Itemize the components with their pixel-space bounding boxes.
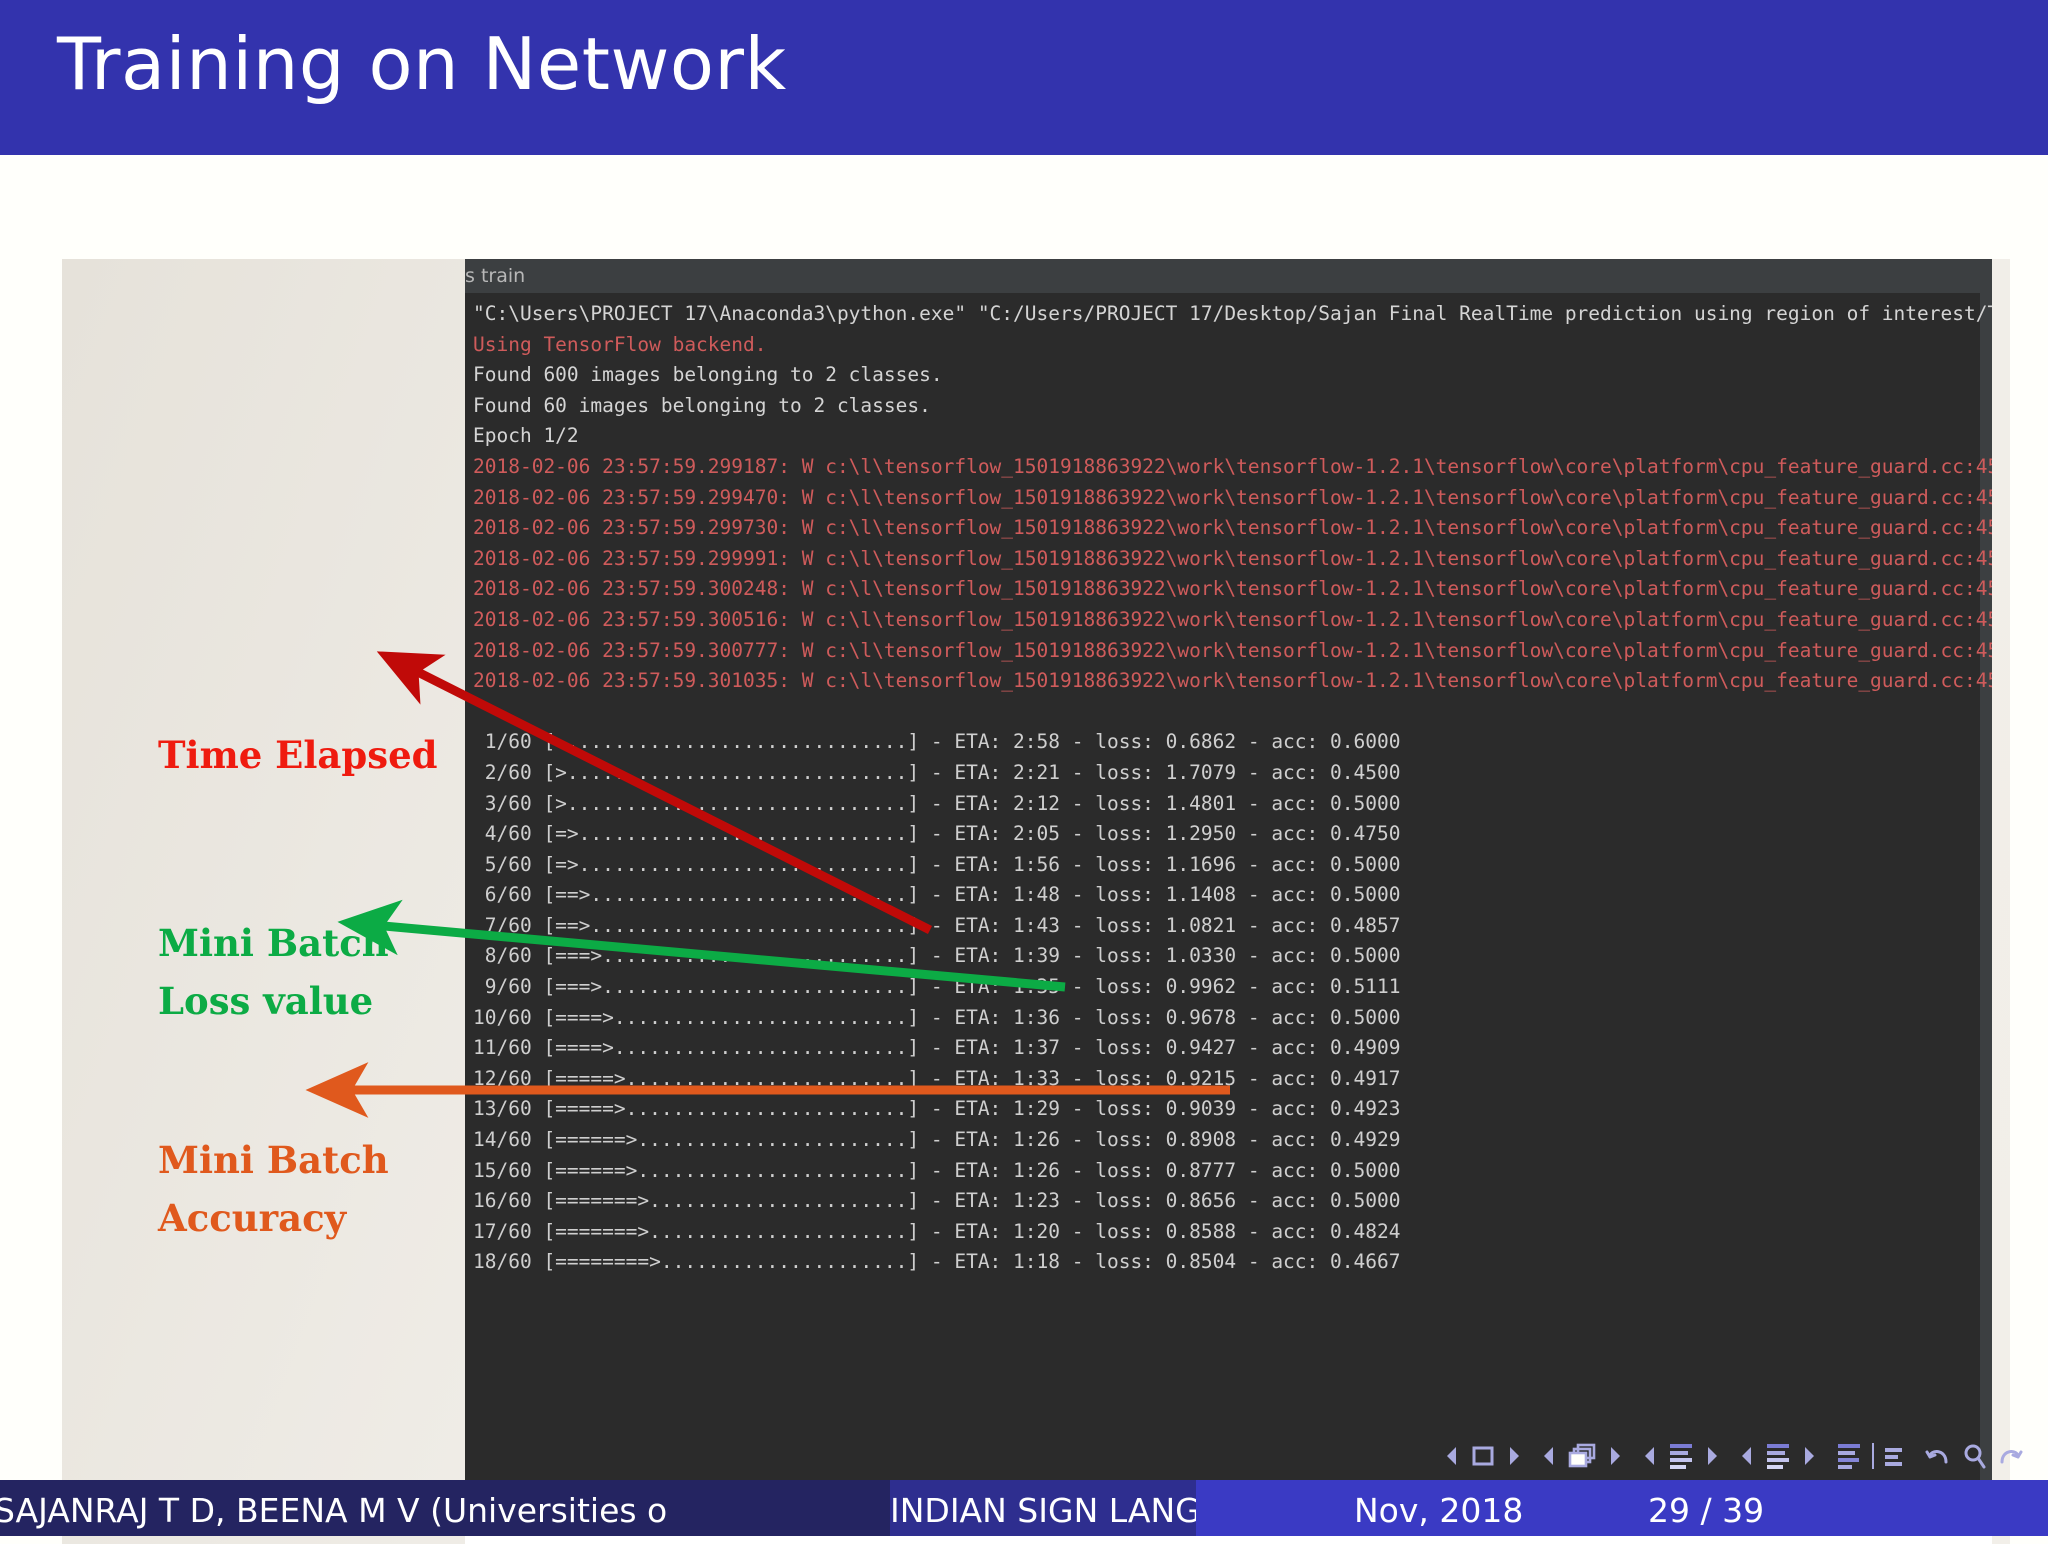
console-line: 5/60 [=>............................] - …	[473, 852, 1401, 876]
console-line: Found 600 images belonging to 2 classes.	[473, 363, 943, 387]
console-line: 4/60 [=>............................] - …	[473, 822, 1401, 846]
divider-icon	[1872, 1443, 1874, 1469]
prev-section-icon[interactable]	[1738, 1443, 1756, 1469]
frames-icon[interactable]	[1565, 1441, 1599, 1471]
forward-icon[interactable]	[1996, 1440, 2026, 1472]
page-title: Training on Network	[57, 22, 787, 106]
console-line: 6/60 [==>...........................] - …	[473, 883, 1401, 907]
console-line: 15/60 [======>.......................] -…	[473, 1158, 1401, 1182]
console-line: 2018-02-06 23:57:59.299187: W c:\l\tenso…	[473, 454, 1992, 478]
next-slide-icon[interactable]	[1505, 1443, 1523, 1469]
console-line: Epoch 1/2	[473, 424, 579, 448]
next-section-icon[interactable]	[1800, 1443, 1818, 1469]
console-line: 2018-02-06 23:57:59.300516: W c:\l\tenso…	[473, 607, 1992, 631]
console-line: 2018-02-06 23:57:59.301035: W c:\l\tenso…	[473, 669, 1992, 693]
console-line: 9/60 [===>..........................] - …	[473, 975, 1401, 999]
training-screenshot-image: s train "C:\Users\PROJECT 17\Anaconda3\p…	[62, 259, 2010, 1544]
console-output: "C:\Users\PROJECT 17\Anaconda3\python.ex…	[473, 299, 1992, 1278]
footer-page-number: 29 / 39	[1648, 1491, 1765, 1530]
console-tab-label: s train	[465, 265, 526, 287]
next-frame-icon[interactable]	[1606, 1443, 1624, 1469]
footer-title-cell: INDIAN SIGN LANGUAGE RECOGNITION U	[890, 1480, 1572, 1536]
console-line: 2018-02-06 23:57:59.299730: W c:\l\tenso…	[473, 516, 1992, 540]
footer-date: Nov, 2018	[1354, 1491, 1524, 1530]
annotation-time-elapsed: Time Elapsed	[158, 733, 438, 777]
console-line: 1/60 [..............................] - …	[473, 730, 1401, 754]
console-line: 8/60 [===>..........................] - …	[473, 944, 1401, 968]
console-tab-bar[interactable]: s train	[465, 259, 1992, 293]
console-panel: s train "C:\Users\PROJECT 17\Anaconda3\p…	[465, 259, 1992, 1544]
console-line: 2018-02-06 23:57:59.300248: W c:\l\tenso…	[473, 577, 1992, 601]
console-line: 2018-02-06 23:57:59.299991: W c:\l\tenso…	[473, 546, 1992, 570]
console-line: 18/60 [========>.....................] -…	[473, 1250, 1401, 1274]
subsection-icon[interactable]	[1666, 1440, 1696, 1472]
console-line: 2/60 [>.............................] - …	[473, 760, 1401, 784]
console-line: Using TensorFlow backend.	[473, 332, 767, 356]
prev-subsection-icon[interactable]	[1641, 1443, 1659, 1469]
back-icon[interactable]	[1924, 1440, 1954, 1472]
console-line: 7/60 [==>...........................] - …	[473, 913, 1401, 937]
console-line: 14/60 [======>.......................] -…	[473, 1128, 1401, 1152]
footer-authors-cell: SAJANRAJ T D, BEENA M V (Universities o	[0, 1480, 890, 1536]
console-line	[473, 697, 1992, 728]
console-scrollbar[interactable]	[1980, 293, 1992, 1483]
footer-authors: SAJANRAJ T D, BEENA M V (Universities o	[0, 1491, 668, 1530]
annotation-accuracy: Mini Batch Accuracy	[158, 1138, 389, 1240]
console-line: 12/60 [=====>........................] -…	[473, 1066, 1401, 1090]
console-line: 17/60 [=======>......................] -…	[473, 1219, 1401, 1243]
slide-footer: SAJANRAJ T D, BEENA M V (Universities o …	[0, 1480, 2048, 1536]
slide-title-bar: Training on Network	[0, 0, 2048, 155]
prev-frame-icon[interactable]	[1540, 1443, 1558, 1469]
console-line: 2018-02-06 23:57:59.299470: W c:\l\tenso…	[473, 485, 1992, 509]
console-line: 13/60 [=====>........................] -…	[473, 1097, 1401, 1121]
console-line: 16/60 [=======>......................] -…	[473, 1189, 1401, 1213]
footer-meta-cell: Nov, 2018 29 / 39	[1196, 1480, 2048, 1536]
search-icon[interactable]	[1961, 1440, 1989, 1472]
console-line: "C:\Users\PROJECT 17\Anaconda3\python.ex…	[473, 302, 1992, 325]
next-subsection-icon[interactable]	[1703, 1443, 1721, 1469]
doc-icon[interactable]	[1835, 1440, 1863, 1472]
console-line: 11/60 [====>.........................] -…	[473, 1036, 1401, 1060]
annotation-loss-value: Mini Batch Loss value	[158, 921, 389, 1023]
toc-icon[interactable]	[1883, 1440, 1907, 1472]
slide-body: s train "C:\Users\PROJECT 17\Anaconda3\p…	[0, 155, 2048, 1544]
console-line: 2018-02-06 23:57:59.300777: W c:\l\tenso…	[473, 638, 1992, 662]
beamer-navigation-symbols[interactable]	[1443, 1440, 2026, 1472]
console-line: 3/60 [>.............................] - …	[473, 791, 1401, 815]
prev-slide-icon[interactable]	[1443, 1443, 1461, 1469]
section-icon[interactable]	[1763, 1440, 1793, 1472]
console-line: 10/60 [====>.........................] -…	[473, 1005, 1401, 1029]
console-line: Found 60 images belonging to 2 classes.	[473, 393, 931, 417]
slide-icon[interactable]	[1468, 1441, 1498, 1471]
